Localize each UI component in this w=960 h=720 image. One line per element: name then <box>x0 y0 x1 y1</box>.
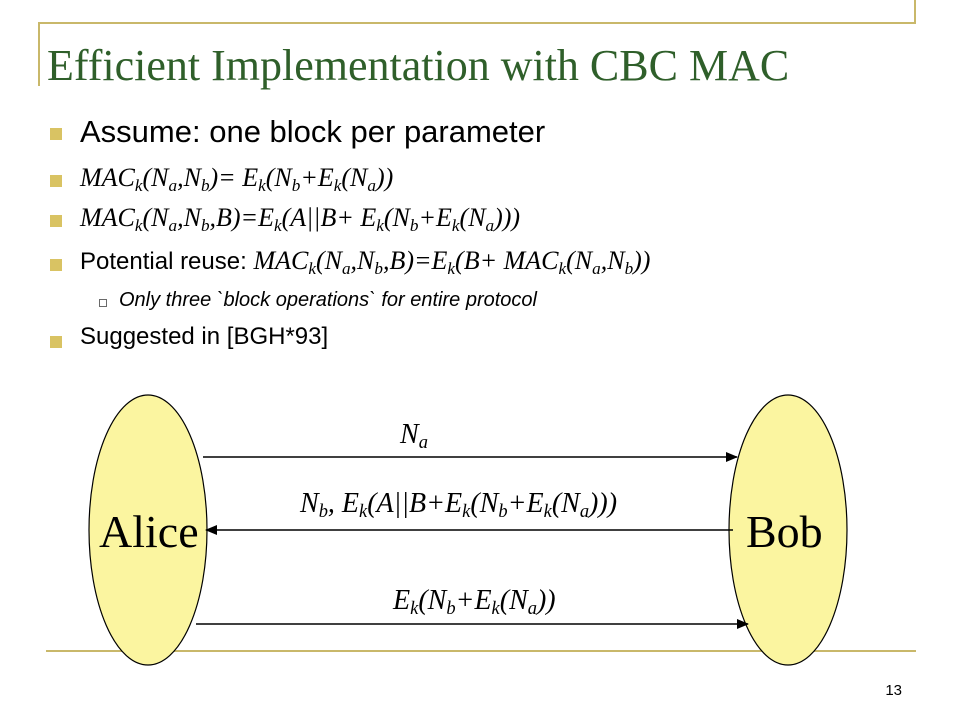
sub-bullet-marker <box>99 299 107 307</box>
bullet-marker <box>50 336 62 348</box>
bullet-marker <box>50 215 62 227</box>
bob-label: Bob <box>746 506 823 557</box>
bullet-5: Suggested in [BGH*93] <box>80 323 329 350</box>
bottom-rule <box>46 650 916 652</box>
left-rule <box>38 22 40 86</box>
bullet-4-formula: MACk(Na,Nb,B)=Ek(B+ MACk(Na,Nb)) <box>253 246 651 278</box>
slide-title: Efficient Implementation with CBC MAC <box>47 41 790 90</box>
bullet-marker <box>50 259 62 271</box>
bullet-marker <box>50 128 62 140</box>
bullet-1: Assume: one block per parameter <box>80 114 546 149</box>
message-1: Na <box>400 419 428 453</box>
bullet-3-formula: MACk(Na,Nb,B)=Ek(A||B+ Ek(Nb+Ek(Na))) <box>80 203 521 235</box>
top-rule <box>38 22 916 24</box>
bullet-4-prefix: Potential reuse: <box>80 248 254 275</box>
page-number: 13 <box>885 682 902 699</box>
bullet-2-formula: MACk(Na,Nb)= Ek(Nb+Ek(Na)) <box>80 163 394 195</box>
right-rule <box>914 0 916 24</box>
message-2: Nb, Ek(A||B+Ek(Nb+Ek(Na))) <box>300 488 618 522</box>
bullet-4: Potential reuse: MACk(Na,Nb,B)=Ek(B+ MAC… <box>80 246 651 278</box>
message-3: Ek(Nb+Ek(Na)) <box>393 585 556 619</box>
sub-bullet-1: Only three `block operations` for entire… <box>119 289 537 311</box>
alice-label: Alice <box>99 506 199 557</box>
bullet-marker <box>50 175 62 187</box>
